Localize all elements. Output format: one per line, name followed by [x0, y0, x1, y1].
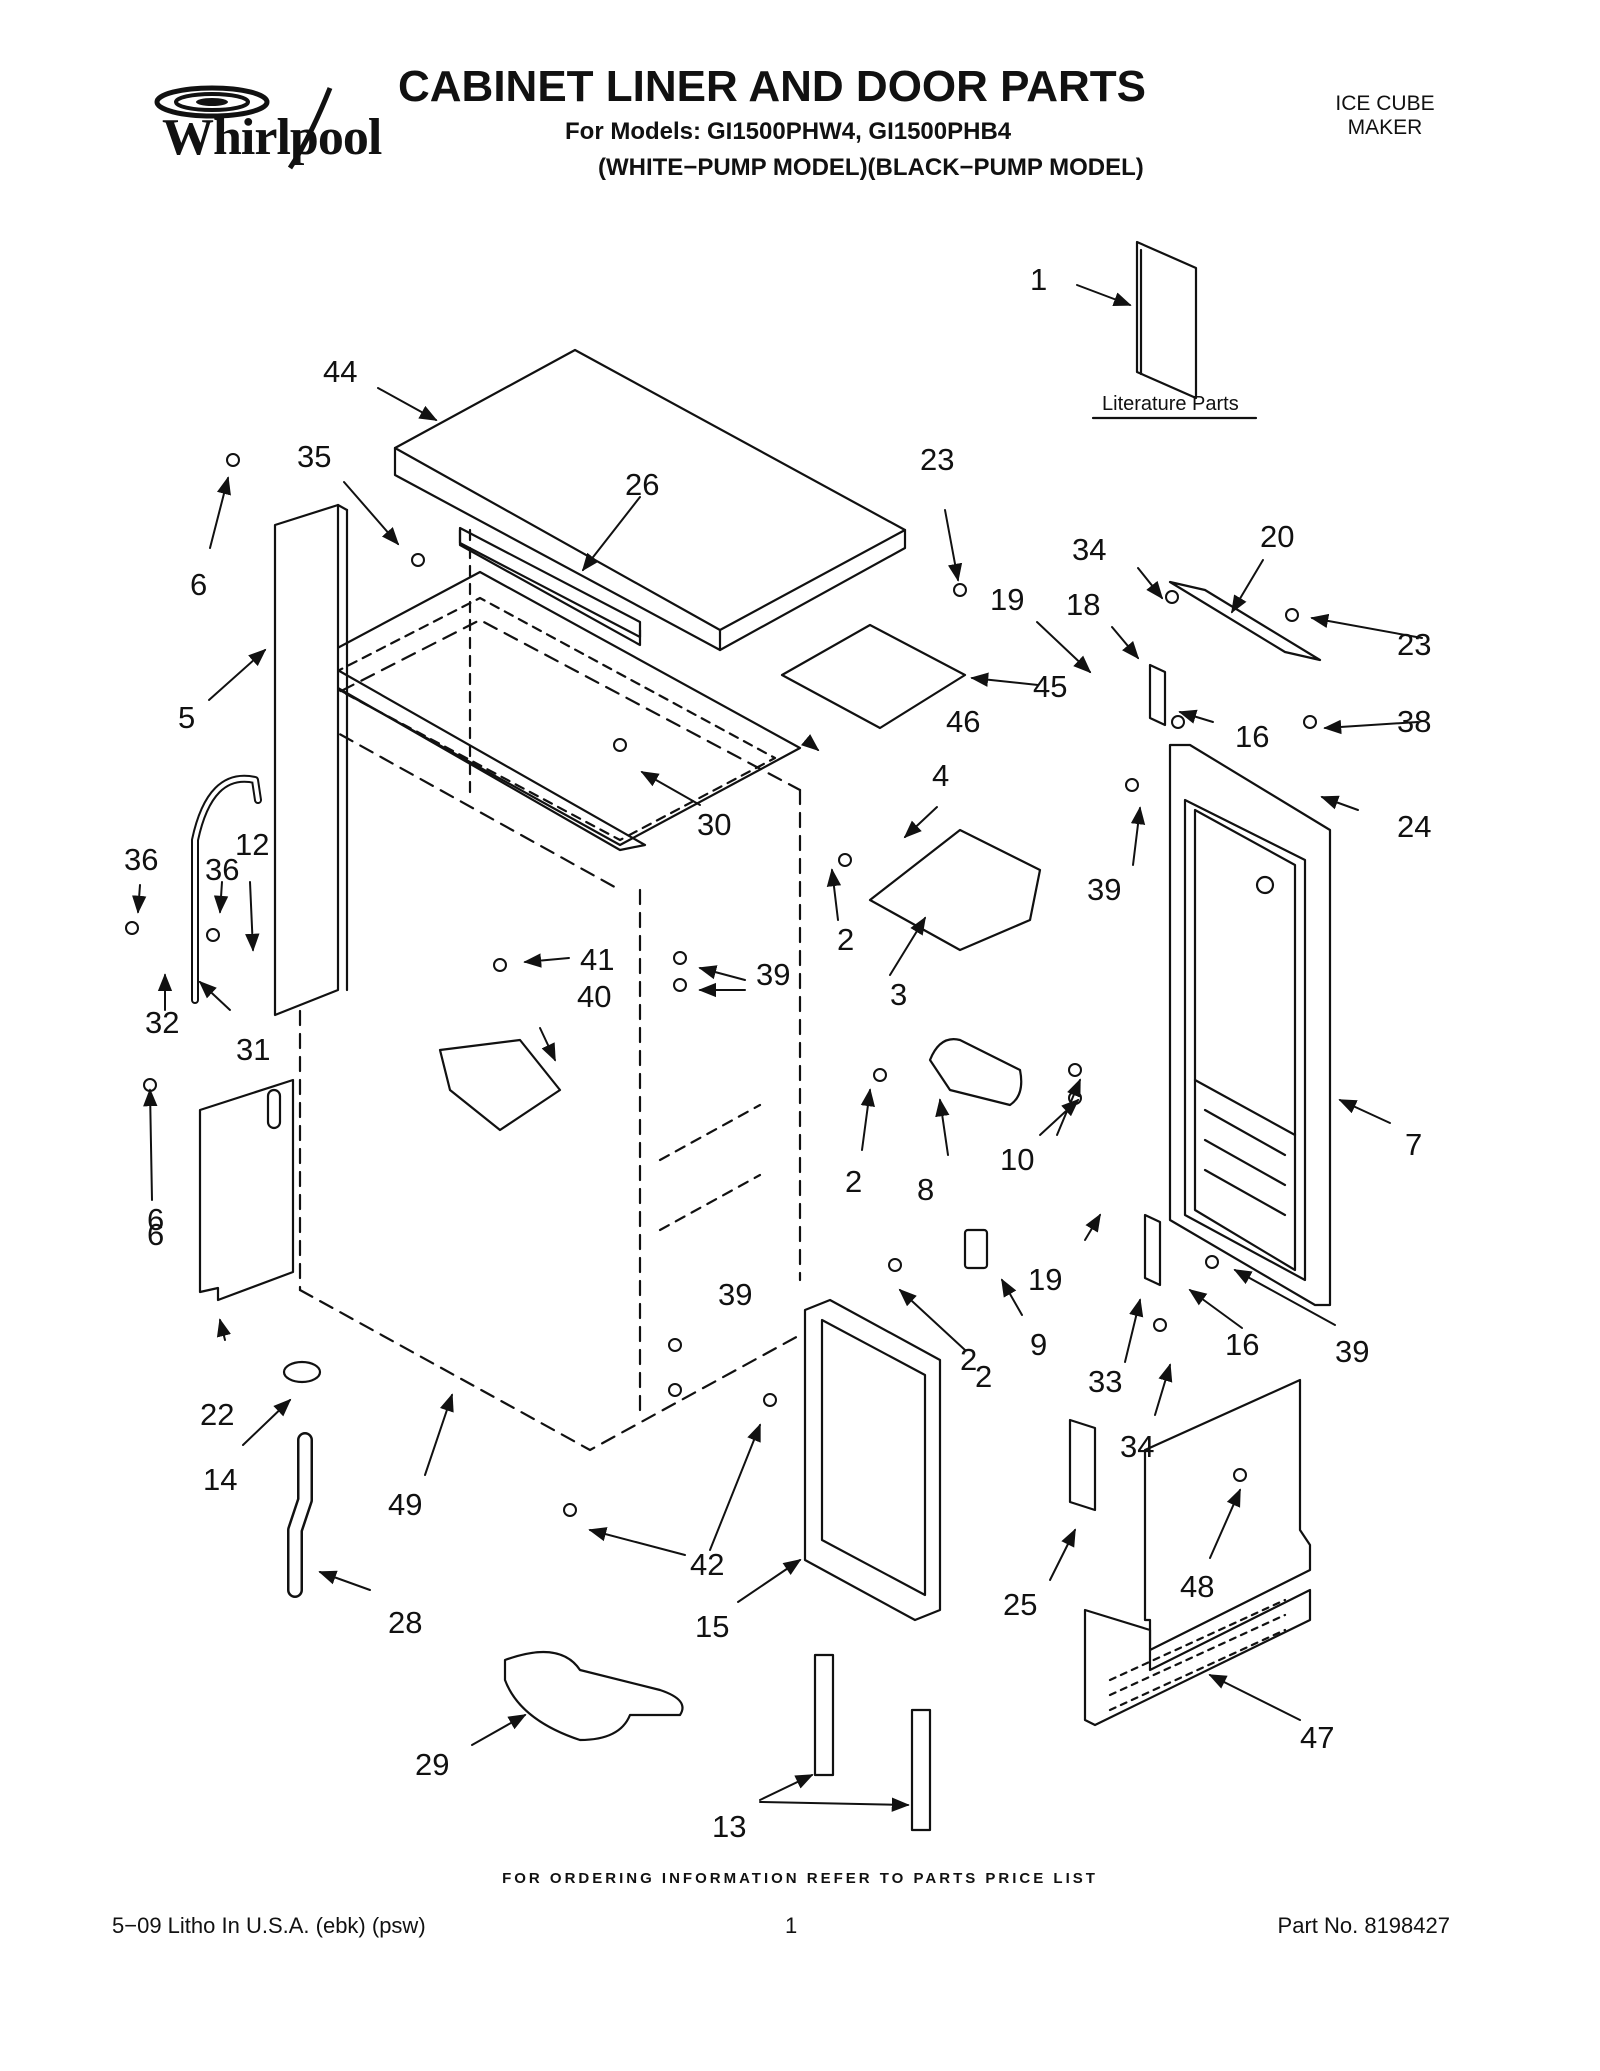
callout-9: 9	[1030, 1327, 1047, 1362]
sheet-insulation	[780, 623, 967, 730]
product-line-1: ICE CUBE	[1335, 92, 1435, 115]
callout-2d: 2	[975, 1359, 992, 1394]
callout-34b: 34	[1120, 1429, 1154, 1464]
door-latch	[963, 1228, 989, 1270]
trim-strip	[296, 658, 647, 852]
callout-28: 28	[388, 1605, 422, 1640]
callout-36b: 36	[205, 852, 239, 887]
callout-29: 29	[415, 1747, 449, 1782]
callout-33: 33	[1088, 1364, 1122, 1399]
callout-42: 42	[690, 1547, 724, 1582]
callout-25: 25	[1003, 1587, 1037, 1622]
callout-46: 46	[946, 704, 980, 739]
callout-49: 49	[388, 1487, 422, 1522]
callout-6a: 6	[190, 567, 207, 602]
callout-5: 5	[178, 700, 195, 735]
kick-bracket	[1068, 1418, 1097, 1512]
product-line-2: MAKER	[1347, 116, 1423, 139]
callout-39c: 39	[718, 1277, 752, 1312]
door-support-right	[910, 1708, 932, 1832]
callout-20: 20	[1260, 519, 1294, 554]
callout-32: 32	[145, 1005, 179, 1040]
brand-wordmark: Whirlpool	[162, 109, 382, 166]
callout-41: 41	[580, 942, 614, 977]
callout-40: 40	[577, 979, 611, 1014]
callout-2a: 2	[837, 922, 854, 957]
callout-15: 15	[695, 1609, 729, 1644]
models-line: For Models:GI1500PHW4, GI1500PHB4	[565, 118, 1011, 146]
callout-24: 24	[1397, 809, 1431, 844]
ice-deflector	[868, 828, 1042, 952]
whirlpool-logo: Whirlpool	[140, 68, 382, 178]
callout-34a: 34	[1072, 532, 1106, 567]
callout-1: 1	[1030, 262, 1047, 297]
callout-4: 4	[932, 758, 949, 793]
callout-35: 35	[297, 439, 331, 474]
front-rail	[458, 526, 642, 802]
callout-39b: 39	[756, 957, 790, 992]
literature-label: Literature Parts	[1102, 393, 1239, 415]
callout-7: 7	[1405, 1127, 1422, 1162]
lower-hinge	[1143, 1213, 1162, 1287]
callout-6b: 6	[147, 1202, 164, 1237]
callout-19b: 19	[1028, 1262, 1062, 1297]
literature-booklet	[1135, 240, 1198, 400]
callout-23a: 23	[920, 442, 954, 477]
left-side-panel	[273, 503, 349, 1017]
callout-38: 38	[1397, 704, 1431, 739]
callout-26: 26	[625, 467, 659, 502]
callout-14: 14	[203, 1462, 237, 1497]
pump-cover	[928, 1038, 1023, 1107]
callout-13: 13	[712, 1809, 746, 1844]
callout-39a: 39	[1087, 872, 1121, 907]
callout-8: 8	[917, 1172, 934, 1207]
callout-3: 3	[890, 977, 907, 1012]
product-type: ICE CUBE MAKER	[1300, 92, 1470, 140]
callout-48: 48	[1180, 1569, 1214, 1604]
callout-18: 18	[1066, 587, 1100, 622]
callout-39d: 39	[1335, 1334, 1369, 1369]
footer-litho: 5−09 Litho In U.S.A. (ebk) (psw)	[112, 1913, 426, 1938]
callout-30: 30	[697, 807, 731, 842]
callout-47: 47	[1300, 1720, 1334, 1755]
callout-2b: 2	[845, 1164, 862, 1199]
model-numbers: GI1500PHW4, GI1500PHB4	[707, 118, 1012, 145]
door	[1168, 743, 1332, 1307]
callout-31: 31	[236, 1032, 270, 1067]
door-gasket	[803, 1298, 942, 1622]
callout-labels: 1 44 35 6 26 23 34 20 19 18 23 45 5 46 1…	[124, 262, 1431, 1844]
models-label: For Models:	[565, 118, 701, 145]
ordering-note: FOR ORDERING INFORMATION REFER TO PARTS …	[502, 1870, 1098, 1887]
callout-23b: 23	[1397, 627, 1431, 662]
callout-12: 12	[235, 827, 269, 862]
callout-45: 45	[1033, 669, 1067, 704]
swirl-logo-mark	[154, 85, 333, 170]
hose-clamp	[282, 1360, 322, 1384]
callout-36a: 36	[124, 842, 158, 877]
callout-16a: 16	[1235, 719, 1269, 754]
kick-plate	[1083, 1378, 1312, 1727]
screws	[125, 453, 1317, 1517]
leader-arrows	[132, 284, 1423, 1812]
cabinet-liner	[298, 570, 802, 1452]
callout-10: 10	[1000, 1142, 1034, 1177]
callout-22: 22	[200, 1397, 234, 1432]
hinge-strip	[1168, 580, 1322, 662]
callout-2c: 2	[960, 1342, 977, 1377]
part-number: Part No. 8198427	[1277, 1913, 1450, 1938]
upper-hinge	[1148, 663, 1167, 727]
door-support-left	[813, 1653, 835, 1777]
callout-16b: 16	[1225, 1327, 1259, 1362]
callout-19a: 19	[990, 582, 1024, 617]
page-number: 1	[785, 1913, 798, 1938]
model-variants: (WHITE−PUMP MODEL)(BLACK−PUMP MODEL)	[598, 154, 1144, 181]
inner-bracket	[438, 1038, 562, 1132]
ice-scoop	[503, 1650, 684, 1742]
page-title: CABINET LINER AND DOOR PARTS	[398, 62, 1146, 111]
callout-6c: 6	[147, 1217, 164, 1252]
callout-44: 44	[323, 354, 357, 389]
lower-left-panel	[198, 1078, 295, 1302]
